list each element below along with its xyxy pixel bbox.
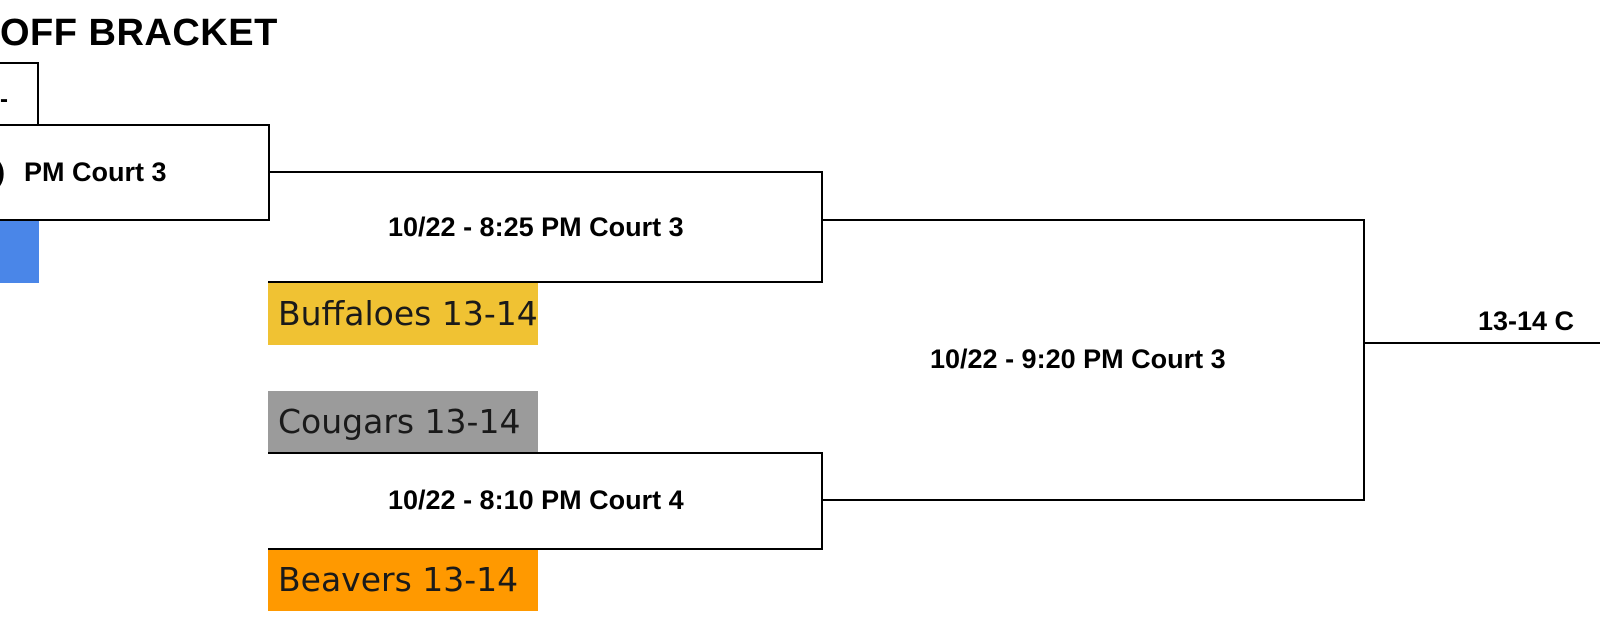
- team-buffaloes: Buffaloes 13-14: [268, 283, 538, 345]
- final-game-label: 10/22 - 9:20 PM Court 3: [930, 344, 1226, 374]
- semi-bottom-game-label: 10/22 - 8:10 PM Court 4: [388, 485, 684, 515]
- bracket-line: [0, 124, 270, 126]
- left-game-prefix: ): [0, 159, 5, 186]
- champion-partial-label: 13-14 C: [1478, 306, 1575, 336]
- bracket-line: [821, 171, 823, 283]
- bracket-line: [268, 452, 823, 454]
- bracket-line: [37, 62, 39, 125]
- team-color-swatch: [0, 221, 39, 283]
- top-left-partial-label: -: [0, 86, 8, 113]
- bracket-line: [821, 219, 1365, 221]
- bracket-title: OFF BRACKET: [0, 12, 278, 54]
- bracket-line: [268, 548, 823, 550]
- bracket-line: [821, 452, 823, 550]
- bracket-line: [268, 281, 823, 283]
- team-cougars: Cougars 13-14: [268, 391, 538, 453]
- bracket-line: [821, 499, 1365, 501]
- left-game-label: PM Court 3: [24, 157, 167, 187]
- bracket-line: [1363, 342, 1600, 344]
- semi-top-game-label: 10/22 - 8:25 PM Court 3: [388, 212, 684, 242]
- bracket-line: [0, 62, 39, 64]
- bracket-line: [268, 171, 823, 173]
- team-beavers: Beavers 13-14: [268, 549, 538, 611]
- bracket-line: [1363, 219, 1365, 501]
- bracket-line: [0, 219, 270, 221]
